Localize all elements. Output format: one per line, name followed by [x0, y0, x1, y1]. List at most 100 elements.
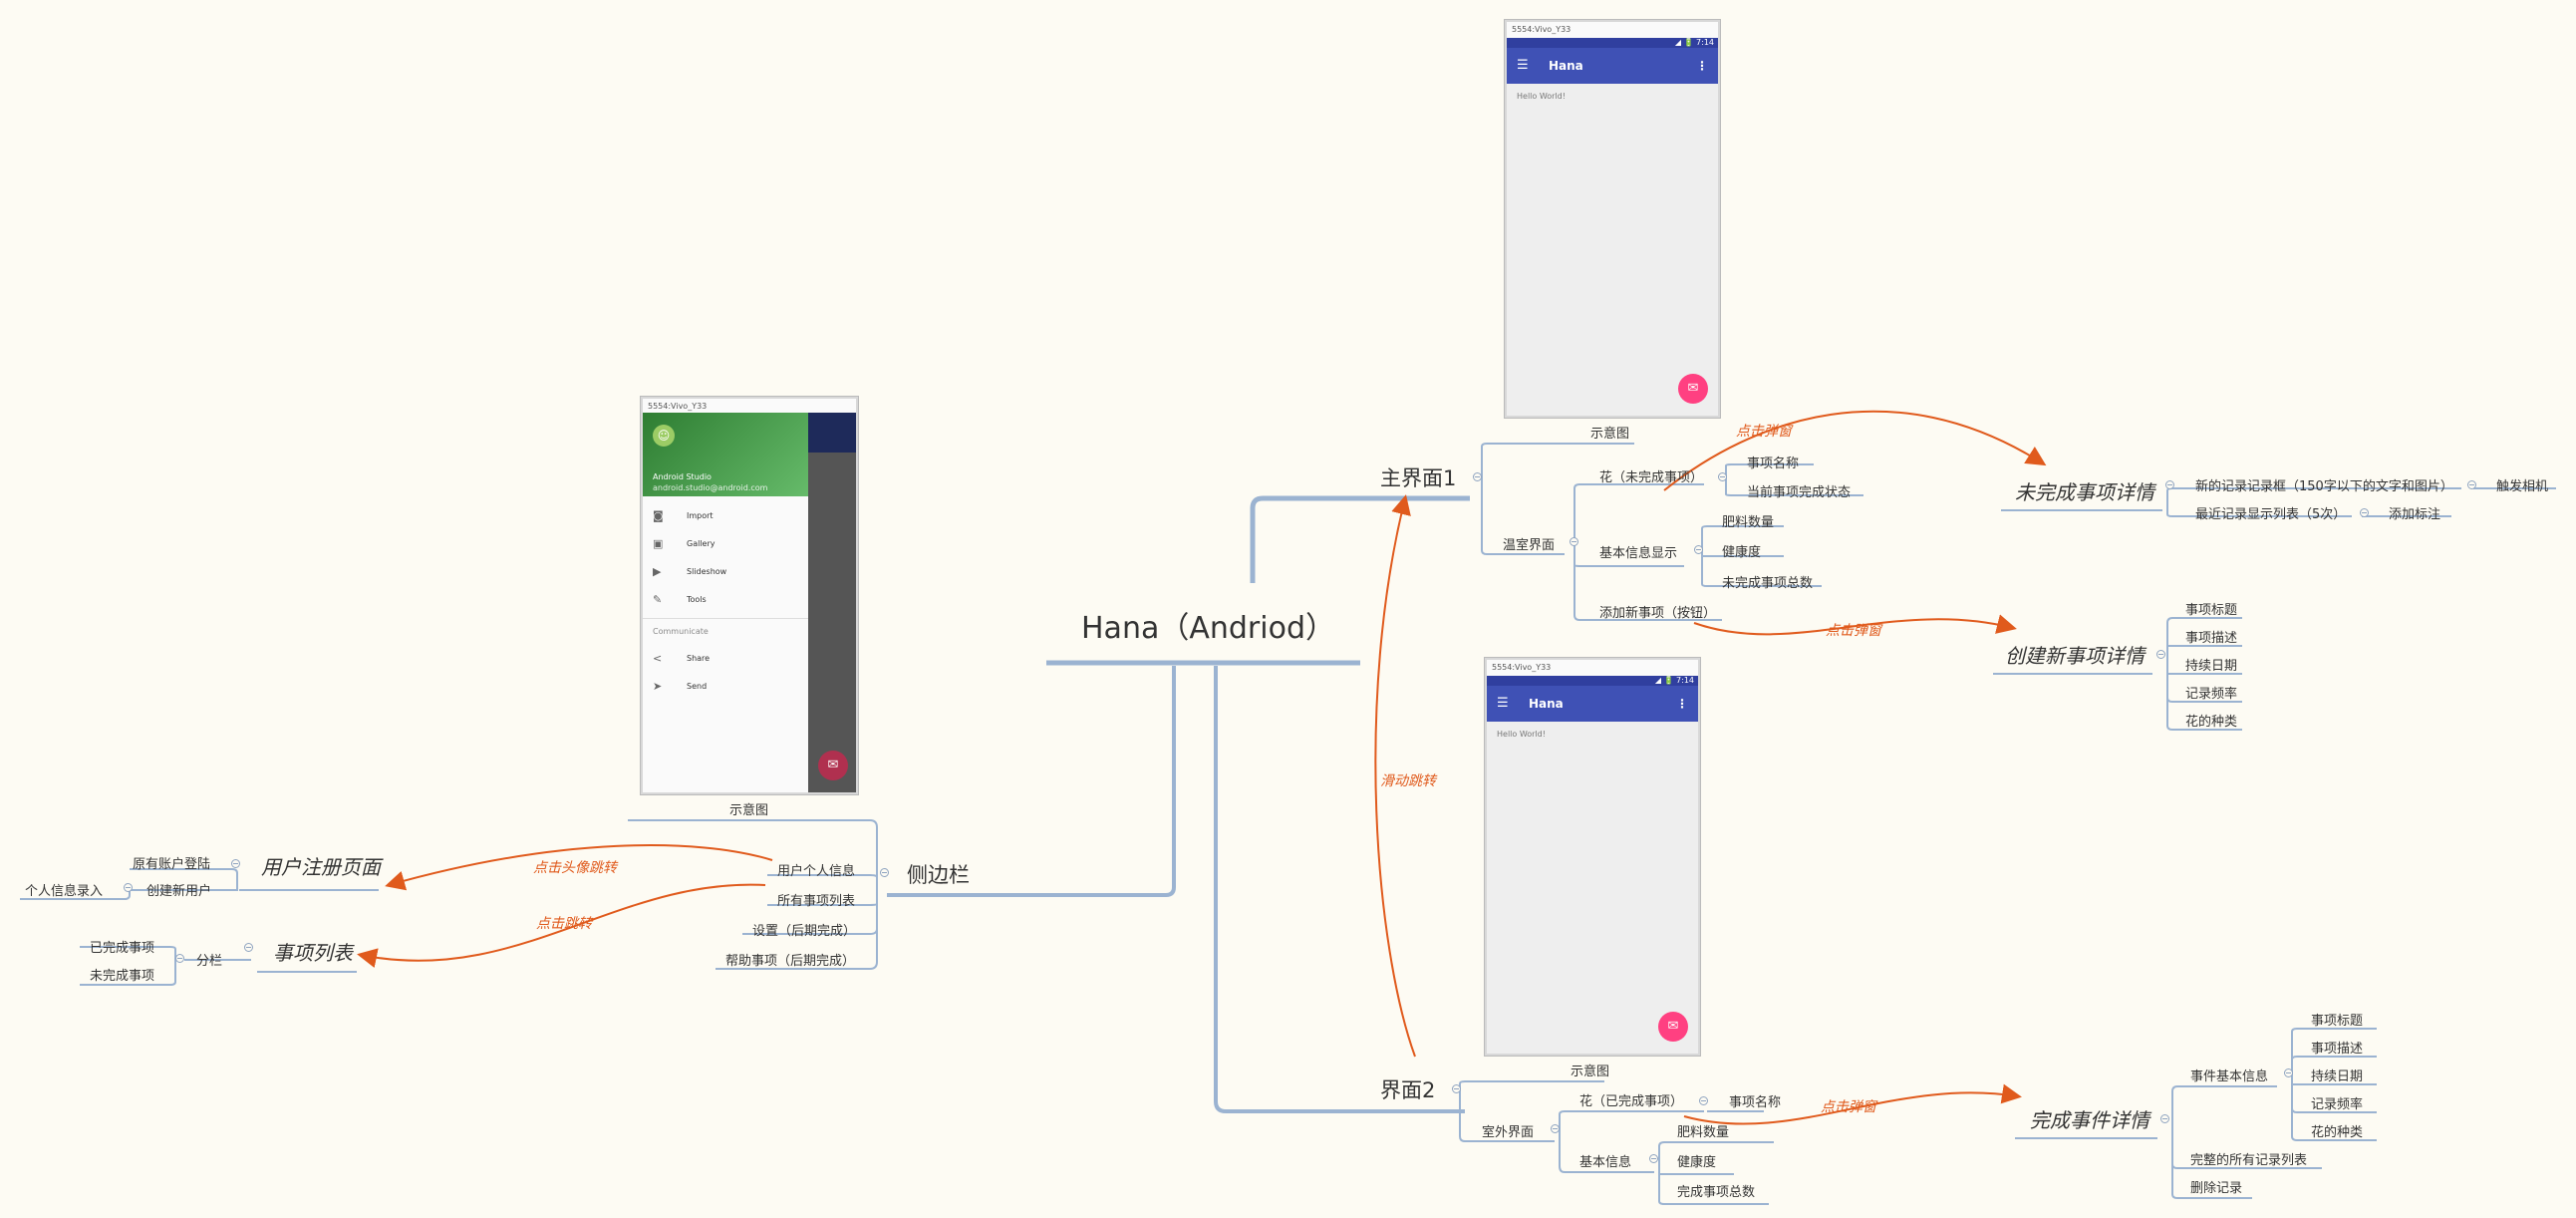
item-list-grouping[interactable]: 分栏	[196, 954, 223, 969]
main1-basic-info[interactable]: 基本信息显示	[1599, 546, 1678, 561]
hello-text: Hello World!	[1517, 92, 1566, 101]
root-topic[interactable]: Hana（Andriod）	[1081, 611, 1335, 646]
finished-basic-event-info[interactable]: 事件基本信息	[2190, 1069, 2269, 1084]
overflow-menu-icon[interactable]: ⋮	[1676, 697, 1688, 711]
main2-flower[interactable]: 花（已完成事项）	[1579, 1094, 1684, 1109]
toggle-icon[interactable]	[1718, 472, 1727, 481]
phone-screenshot-sidebar: 5554:Vivo_Y33 ✉ ☺ Android Studio android…	[641, 397, 858, 794]
branch-sidebar[interactable]: 侧边栏	[907, 863, 970, 887]
item-list-unfinished[interactable]: 未完成事项	[90, 969, 155, 984]
create-frequency[interactable]: 记录频率	[2185, 687, 2238, 702]
main1-schematic[interactable]: 示意图	[1590, 427, 1630, 442]
main2-basic-info[interactable]: 基本信息	[1579, 1155, 1632, 1170]
hamburger-icon[interactable]: ☰	[1497, 696, 1509, 711]
toggle-icon[interactable]	[1452, 1084, 1461, 1093]
create-flower-type[interactable]: 花的种类	[2185, 715, 2238, 730]
topic-finished-detail[interactable]: 完成事件详情	[2030, 1108, 2149, 1132]
sidebar-user-info[interactable]: 用户个人信息	[777, 864, 856, 879]
finished-duration[interactable]: 持续日期	[2311, 1069, 2364, 1084]
drawer-item-gallery[interactable]: ▣Gallery	[643, 530, 808, 558]
item-list-finished[interactable]: 已完成事项	[90, 941, 155, 956]
drawer-item-slideshow[interactable]: ▶Slideshow	[643, 558, 808, 586]
share-icon: <	[653, 652, 663, 665]
hamburger-icon[interactable]: ☰	[1517, 58, 1529, 73]
main2-fertilizer[interactable]: 肥料数量	[1677, 1125, 1730, 1140]
main1-item-status[interactable]: 当前事项完成状态	[1747, 485, 1852, 500]
main1-item-name[interactable]: 事项名称	[1747, 457, 1800, 471]
toggle-icon[interactable]	[2467, 480, 2476, 489]
toggle-icon[interactable]	[2165, 480, 2174, 489]
branch-main2[interactable]: 界面2	[1380, 1078, 1436, 1102]
sidebar-help[interactable]: 帮助事项（后期完成）	[725, 954, 856, 969]
main1-add-item[interactable]: 添加新事项（按钮）	[1599, 606, 1717, 621]
unfinished-recent-records[interactable]: 最近记录显示列表（5次）	[2195, 507, 2347, 522]
main1-health[interactable]: 健康度	[1722, 545, 1762, 560]
finished-flower-type[interactable]: 花的种类	[2311, 1125, 2364, 1140]
create-title[interactable]: 事项标题	[2185, 603, 2238, 618]
hello-text: Hello World!	[1497, 730, 1546, 739]
unfinished-add-note[interactable]: 添加标注	[2389, 507, 2441, 522]
sidebar-settings[interactable]: 设置（后期完成）	[752, 924, 857, 939]
finished-frequency[interactable]: 记录频率	[2311, 1097, 2364, 1112]
finished-desc[interactable]: 事项描述	[2311, 1042, 2364, 1057]
main2-item-name[interactable]: 事项名称	[1729, 1095, 1782, 1110]
toggle-icon[interactable]	[2156, 650, 2165, 659]
toggle-icon[interactable]	[880, 868, 889, 877]
app-bar: ☰ Hana ⋮	[1507, 48, 1718, 84]
overflow-menu-icon[interactable]: ⋮	[1696, 59, 1708, 73]
main1-greenhouse[interactable]: 温室界面	[1503, 538, 1556, 553]
toggle-icon[interactable]	[175, 954, 184, 963]
drawer-scrim[interactable]: ✉	[808, 413, 856, 792]
toggle-icon[interactable]	[1570, 537, 1578, 546]
main1-fertilizer[interactable]: 肥料数量	[1722, 515, 1775, 530]
toggle-icon[interactable]	[1649, 1154, 1658, 1163]
arrow-label-tap-popup: 点击弹窗	[1821, 1099, 1876, 1115]
toggle-icon[interactable]	[1473, 472, 1482, 481]
toggle-icon[interactable]	[124, 883, 133, 892]
drawer-user-email: android.studio@android.com	[653, 483, 768, 492]
register-create-user[interactable]: 创建新用户	[146, 884, 212, 899]
mail-fab-icon[interactable]: ✉	[1658, 1012, 1688, 1042]
finished-full-records[interactable]: 完整的所有记录列表	[2190, 1153, 2308, 1168]
toggle-icon[interactable]	[1699, 1096, 1708, 1105]
mail-fab-icon[interactable]: ✉	[818, 751, 848, 780]
unfinished-new-record[interactable]: 新的记录记录框（150字以下的文字和图片）	[2195, 479, 2453, 494]
main2-schematic[interactable]: 示意图	[1571, 1065, 1610, 1079]
finished-delete-records[interactable]: 删除记录	[2190, 1181, 2243, 1196]
toggle-icon[interactable]	[244, 943, 253, 952]
drawer-item-label: Send	[687, 682, 708, 691]
main2-health[interactable]: 健康度	[1677, 1155, 1717, 1170]
topic-create-detail[interactable]: 创建新事项详情	[2005, 644, 2145, 668]
toggle-icon[interactable]	[2284, 1068, 2293, 1077]
finished-title[interactable]: 事项标题	[2311, 1014, 2364, 1029]
main1-unfinished-total[interactable]: 未完成事项总数	[1722, 576, 1814, 591]
drawer-item-send[interactable]: ➤Send	[643, 673, 808, 701]
topic-unfinished-detail[interactable]: 未完成事项详情	[2015, 480, 2154, 504]
toggle-icon[interactable]	[2360, 508, 2369, 517]
topic-item-list[interactable]: 事项列表	[273, 941, 353, 965]
main2-outdoor[interactable]: 室外界面	[1482, 1125, 1535, 1140]
branch-main1[interactable]: 主界面1	[1380, 466, 1457, 490]
create-desc[interactable]: 事项描述	[2185, 631, 2238, 646]
toggle-icon[interactable]	[1694, 545, 1703, 554]
create-duration[interactable]: 持续日期	[2185, 659, 2238, 674]
drawer-item-import[interactable]: ◙Import	[643, 502, 808, 530]
topic-register-page[interactable]: 用户注册页面	[261, 855, 381, 879]
drawer-item-share[interactable]: <Share	[643, 645, 808, 673]
register-personal-entry[interactable]: 个人信息录入	[25, 884, 104, 899]
toggle-icon[interactable]	[1551, 1124, 1560, 1133]
android-avatar-icon[interactable]: ☺	[653, 425, 675, 447]
sidebar-schematic[interactable]: 示意图	[729, 803, 769, 818]
emulator-label: 5554:Vivo_Y33	[1512, 25, 1572, 34]
sidebar-all-items[interactable]: 所有事项列表	[777, 894, 856, 909]
mail-fab-icon[interactable]: ✉	[1678, 374, 1708, 404]
wrench-icon: ✎	[653, 593, 663, 606]
toggle-icon[interactable]	[231, 859, 240, 868]
unfinished-trigger-camera[interactable]: 触发相机	[2496, 479, 2549, 494]
register-existing-login[interactable]: 原有账户登陆	[133, 857, 211, 872]
toggle-icon[interactable]	[2160, 1114, 2169, 1123]
arrow-label-tap-popup: 点击弹窗	[1826, 623, 1881, 639]
main2-finished-total[interactable]: 完成事项总数	[1677, 1185, 1756, 1200]
main1-flower[interactable]: 花（未完成事项）	[1599, 470, 1704, 485]
drawer-item-tools[interactable]: ✎Tools	[643, 586, 808, 614]
